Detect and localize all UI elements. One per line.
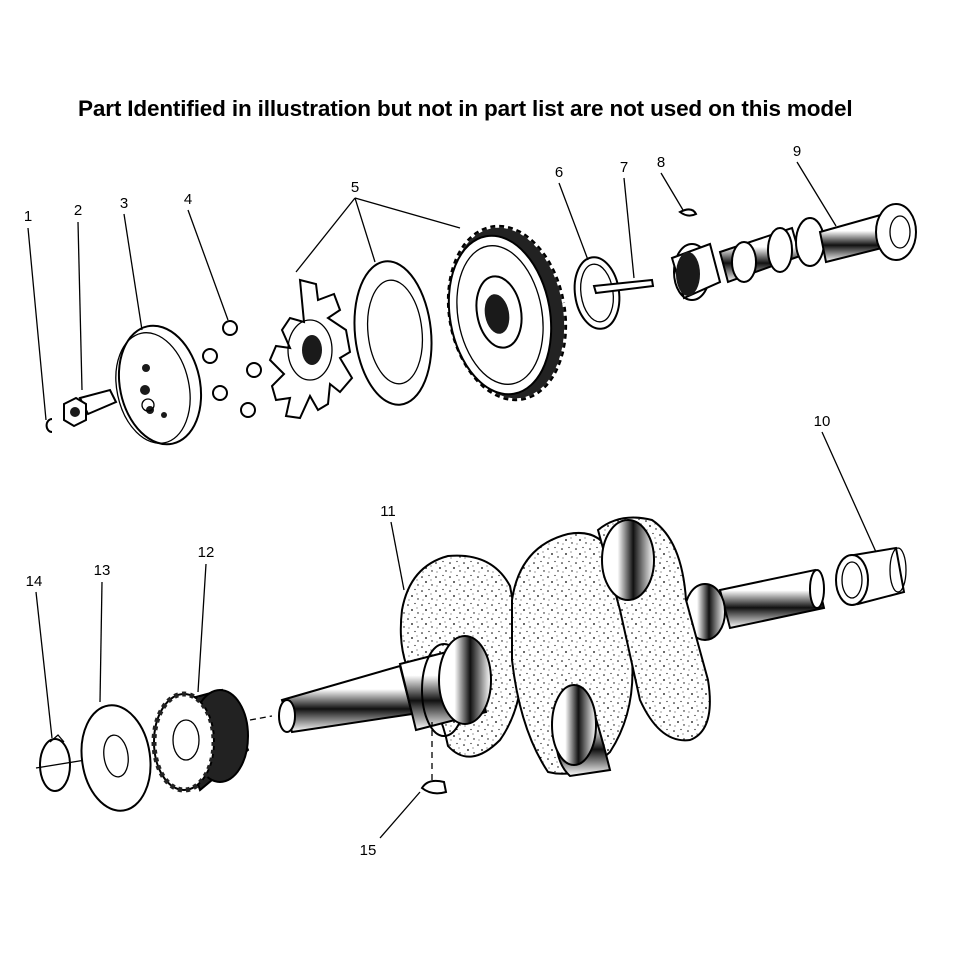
callout-9: 9 [793, 143, 801, 160]
part-10-bushing [835, 546, 907, 606]
part-5-washer [353, 260, 433, 406]
callout-6: 6 [555, 164, 563, 181]
part-1-clip [45, 418, 53, 433]
callout-4: 4 [184, 191, 192, 208]
part-7-pin [592, 278, 655, 295]
part-3-plate [115, 324, 203, 446]
callout-7: 7 [620, 159, 628, 176]
leader-lines-upper [27, 161, 837, 421]
callout-15: 15 [360, 842, 377, 859]
part-9-camshaft [670, 203, 917, 301]
part-11-crankshaft [278, 516, 826, 778]
notice-text: Part Identified in illustration but not … [78, 96, 853, 121]
callout-14: 14 [26, 573, 43, 590]
callout-10: 10 [814, 413, 831, 430]
callout-labels: 1 2 3 4 5 6 7 8 9 10 11 12 13 14 15 [24, 143, 831, 859]
callout-2: 2 [74, 202, 82, 219]
callout-13: 13 [94, 562, 111, 579]
part-15-key [420, 722, 448, 795]
part-5-cam-gear [445, 223, 569, 403]
leader-lines-lower [35, 431, 877, 839]
callout-5: 5 [351, 179, 359, 196]
part-8-key [678, 208, 698, 217]
callout-3: 3 [120, 195, 128, 212]
part-5-flyweight [268, 278, 354, 420]
part-2-bolt [63, 388, 118, 428]
callout-1: 1 [24, 208, 32, 225]
callout-11: 11 [380, 503, 396, 520]
part-4-balls [202, 320, 262, 418]
callout-12: 12 [198, 544, 215, 561]
part-12-crank-gear [151, 688, 273, 793]
callout-8: 8 [657, 154, 665, 171]
part-13-washer [80, 704, 152, 812]
